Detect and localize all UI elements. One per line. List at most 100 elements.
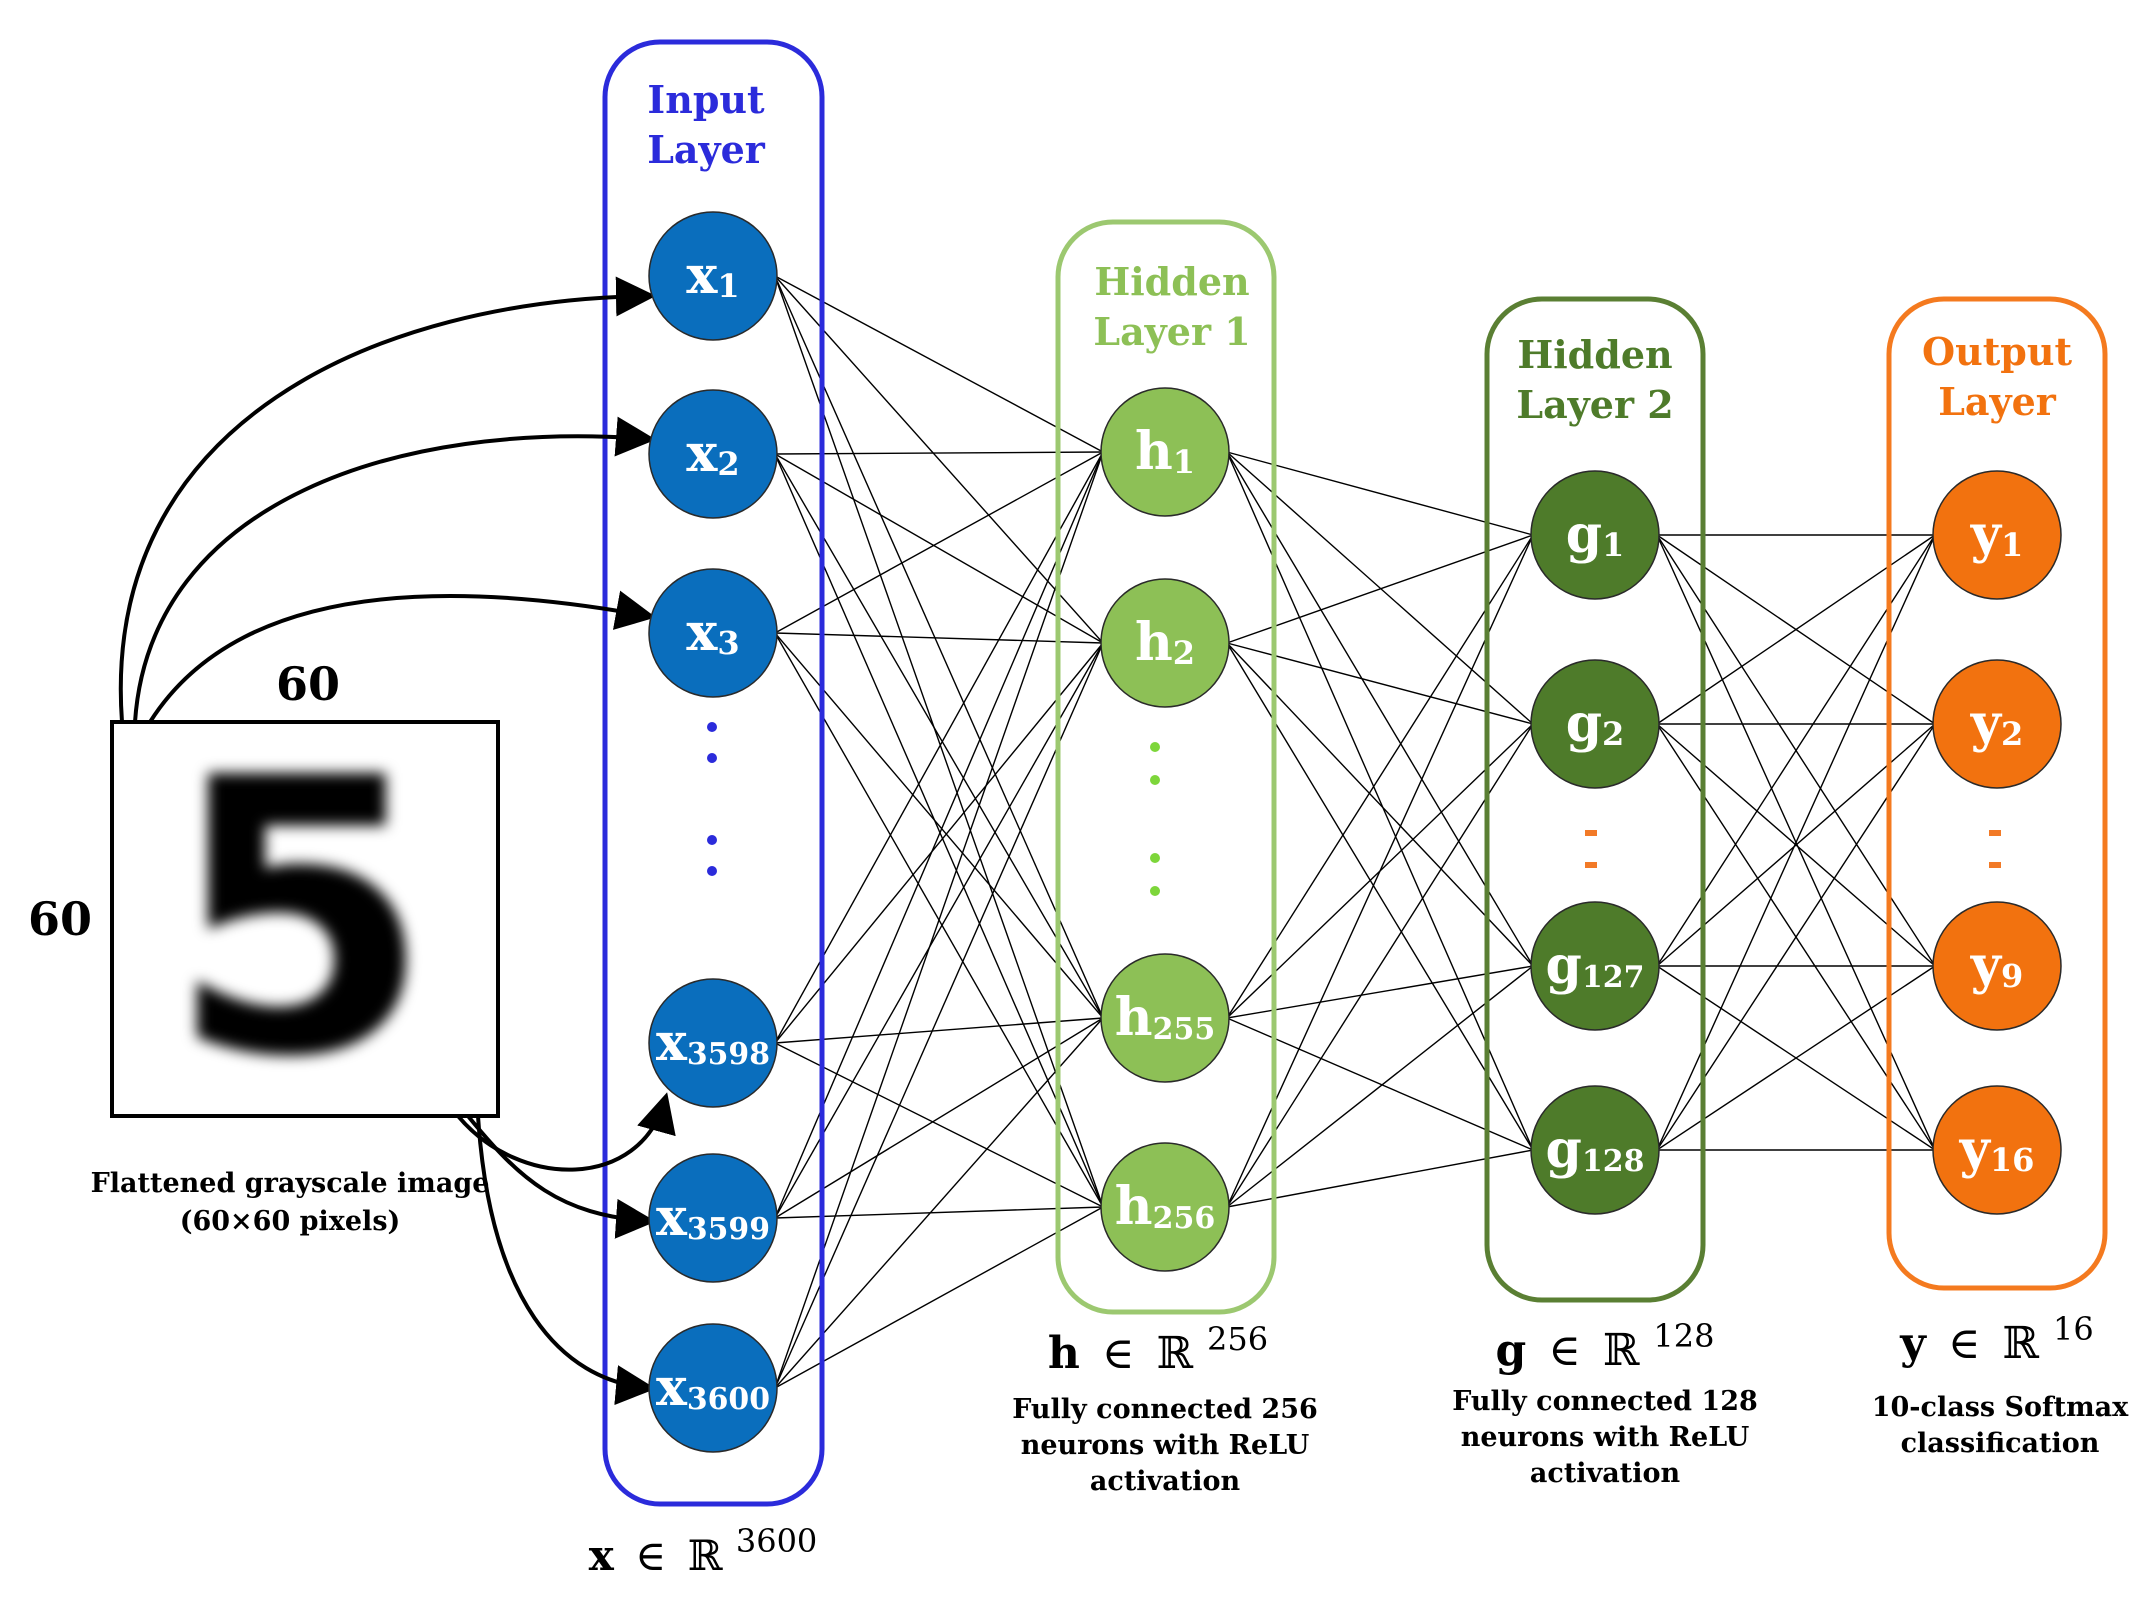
hidden1-node-h256: h256 bbox=[1100, 1142, 1230, 1272]
output-layer-frame bbox=[1886, 296, 2108, 1291]
ellipsis-dot bbox=[707, 866, 717, 876]
hidden1-formula-dim: 256 bbox=[1207, 1320, 1268, 1358]
node-circle bbox=[1530, 901, 1660, 1031]
edge-hidden1-2-to-hidden2-2 bbox=[1226, 642, 1534, 725]
edge-hidden1-1-to-hidden2-2 bbox=[1226, 451, 1534, 725]
edge-hidden1-3-to-hidden2-3 bbox=[1226, 965, 1534, 1019]
node-label: h2 bbox=[1135, 612, 1195, 673]
node-label-subscript: 127 bbox=[1582, 960, 1645, 995]
node-label-subscript: 1 bbox=[717, 267, 739, 305]
hidden2-description-line3: activation bbox=[1530, 1458, 1681, 1489]
ellipsis-dot bbox=[1585, 862, 1597, 868]
hidden2-formula-dim: 128 bbox=[1653, 1317, 1714, 1355]
neuron-nodes: x1x2x3x3598x3599x3600h1h2h255h256g1g2g12… bbox=[648, 211, 2062, 1453]
output-layer-title-line1: Output bbox=[1922, 329, 2072, 374]
hidden1-description-line1: Fully connected 256 bbox=[1012, 1394, 1318, 1425]
node-label-base: h bbox=[1135, 612, 1173, 673]
input-layer-title-line1: Input bbox=[647, 77, 765, 122]
node-label-base: x bbox=[656, 1357, 688, 1418]
ellipsis-dot bbox=[1989, 830, 2001, 836]
output-description-line1: 10-class Softmax bbox=[1872, 1392, 2129, 1423]
edge-input-1-to-hidden1-3 bbox=[774, 275, 1104, 1019]
hidden1-node-h2: h2 bbox=[1100, 578, 1230, 708]
node-circle bbox=[1530, 1085, 1660, 1215]
node-label-subscript: 16 bbox=[1990, 1141, 2035, 1179]
output-formula-dim: 16 bbox=[2053, 1310, 2094, 1348]
edge-input-5-to-hidden1-4 bbox=[774, 1206, 1104, 1219]
hidden-layer-1-title-line1: Hidden bbox=[1094, 259, 1249, 304]
node-label: h1 bbox=[1135, 421, 1195, 482]
image-height-label: 60 bbox=[28, 892, 92, 946]
output-formula-set: ℝ bbox=[2002, 1318, 2039, 1369]
node-label: x3599 bbox=[656, 1187, 770, 1248]
input-ellipsis bbox=[707, 722, 717, 876]
input-image: 5 bbox=[110, 697, 500, 1140]
output-formula-rel: ∈ bbox=[1948, 1318, 1981, 1369]
output-node-y9: y9 bbox=[1932, 901, 2062, 1031]
edge-input-2-to-hidden1-2 bbox=[774, 453, 1104, 644]
node-label: x2 bbox=[686, 423, 739, 484]
ellipsis-dot bbox=[1150, 742, 1160, 752]
hidden1-formula: h ∈ ℝ 256 bbox=[1048, 1320, 1268, 1379]
node-circle bbox=[1100, 387, 1230, 517]
node-label-base: y bbox=[1970, 693, 2003, 754]
image-caption-line2: (60×60 pixels) bbox=[180, 1206, 401, 1237]
node-circle bbox=[1100, 1142, 1230, 1272]
node-circle bbox=[1100, 953, 1230, 1083]
edge-hidden1-1-to-hidden2-4 bbox=[1226, 451, 1534, 1151]
node-label: h255 bbox=[1115, 987, 1215, 1048]
hidden1-formula-var: h bbox=[1048, 1328, 1080, 1379]
node-label: g2 bbox=[1566, 693, 1625, 754]
ellipsis-dot bbox=[1150, 886, 1160, 896]
output-node-y2: y2 bbox=[1932, 659, 2062, 789]
edge-input-2-to-hidden1-3 bbox=[774, 453, 1104, 1019]
output-ellipsis bbox=[1989, 830, 2001, 868]
node-circle bbox=[648, 978, 778, 1108]
hidden2-node-g1: g1 bbox=[1530, 470, 1660, 600]
node-label-subscript: 3 bbox=[717, 624, 739, 662]
arrow-to-x3599 bbox=[466, 1114, 656, 1239]
edge-hidden1-1-to-hidden2-1 bbox=[1226, 451, 1534, 536]
image-width-label: 60 bbox=[276, 657, 340, 711]
node-label-subscript: 128 bbox=[1582, 1144, 1645, 1179]
edge-input-6-to-hidden1-4 bbox=[774, 1206, 1104, 1389]
input-formula-rel: ∈ bbox=[635, 1531, 666, 1580]
node-circle bbox=[648, 389, 778, 519]
edge-input-6-to-hidden1-2 bbox=[774, 642, 1104, 1389]
arrow-to-x3598 bbox=[456, 1092, 676, 1172]
hidden-layer-2-frame bbox=[1484, 296, 1706, 1303]
node-circle bbox=[1530, 659, 1660, 789]
node-label: x3 bbox=[686, 602, 739, 663]
edge-hidden1-3-to-hidden2-1 bbox=[1226, 534, 1534, 1019]
node-label-subscript: 3600 bbox=[687, 1382, 770, 1417]
node-label-subscript: 255 bbox=[1153, 1012, 1216, 1047]
node-label-base: g bbox=[1566, 504, 1602, 565]
input-node-x1: x1 bbox=[648, 211, 778, 341]
output-node-y1: y1 bbox=[1932, 470, 2062, 600]
edge-input-4-to-hidden1-1 bbox=[774, 451, 1104, 1044]
node-label: h256 bbox=[1115, 1176, 1215, 1237]
hidden1-node-h255: h255 bbox=[1100, 953, 1230, 1083]
edge-hidden1-2-to-hidden2-1 bbox=[1226, 534, 1534, 644]
edge-input-3-to-hidden1-2 bbox=[774, 632, 1104, 644]
hidden1-description-line3: activation bbox=[1090, 1466, 1241, 1497]
output-formula: y ∈ ℝ 16 bbox=[1899, 1310, 2093, 1369]
connection-lines bbox=[774, 275, 1936, 1389]
hidden2-description-line1: Fully connected 128 bbox=[1452, 1386, 1758, 1417]
node-label-base: h bbox=[1135, 421, 1173, 482]
node-label: y1 bbox=[1970, 504, 2023, 565]
node-label: y9 bbox=[1970, 935, 2023, 996]
node-label-base: x bbox=[656, 1187, 688, 1248]
hidden1-formula-set: ℝ bbox=[1156, 1328, 1193, 1379]
edge-input-4-to-hidden1-4 bbox=[774, 1042, 1104, 1208]
edge-input-5-to-hidden1-3 bbox=[774, 1017, 1104, 1219]
input-formula-var: x bbox=[589, 1531, 615, 1580]
node-label-base: x bbox=[686, 245, 718, 306]
node-circle bbox=[1100, 578, 1230, 708]
node-label-base: x bbox=[656, 1012, 688, 1073]
node-label: y16 bbox=[1959, 1119, 2035, 1180]
edge-hidden1-4-to-hidden2-3 bbox=[1226, 965, 1534, 1208]
edge-input-4-to-hidden1-2 bbox=[774, 642, 1104, 1044]
input-node-x3599: x3599 bbox=[648, 1153, 778, 1283]
ellipsis-dot bbox=[1989, 862, 2001, 868]
